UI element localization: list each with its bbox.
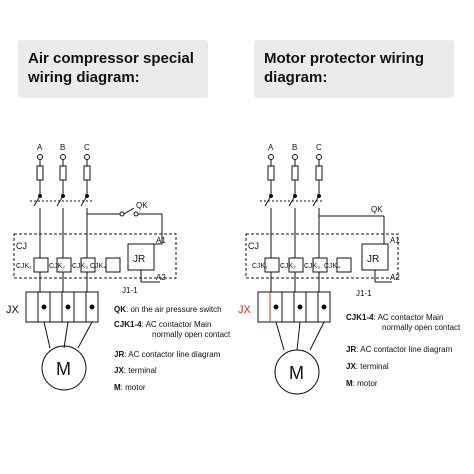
left-legend-m: M: motor	[114, 383, 146, 393]
right-legend-jx-key: JX	[346, 362, 356, 371]
right-legend-cjk: CJK1-4: AC contactor Main normally open …	[346, 313, 460, 333]
left-fuse-a-icon	[36, 165, 44, 181]
left-terminal-c-icon	[84, 154, 90, 160]
left-legend-jx: JX: terminal	[114, 366, 157, 376]
left-legend-m-text: : motor	[120, 383, 146, 392]
right-terminal-b-icon	[292, 154, 298, 160]
left-legend-qk: QK: on the air pressure switch	[114, 305, 222, 315]
left-contact-3-label: CJK₃	[72, 263, 88, 270]
right-fuse-c-icon	[315, 165, 323, 181]
left-fuse-b-icon	[59, 165, 67, 181]
left-title-line2: wiring diagram:	[28, 69, 140, 86]
right-diagram: A B C QK CJ CJK₁ CJK₂ CJK₃ CJK₄ JR A1 A2…	[238, 143, 400, 395]
right-legend-jx-text: : terminal	[355, 362, 389, 371]
right-legend-jr-key: JR	[346, 345, 357, 354]
left-contact-4-label: CJK₄	[90, 263, 106, 270]
left-contact-2	[56, 257, 72, 273]
right-terminal-a-icon	[268, 154, 274, 160]
right-fuse-b-icon	[291, 165, 299, 181]
right-title-box: Motor protector wiring diagram:	[254, 40, 454, 98]
left-a2-label: A2	[156, 273, 166, 282]
left-legend-cjk-text: : AC contactor Main	[141, 320, 212, 329]
right-legend-m-key: M	[346, 379, 353, 388]
left-jx-label: JX	[6, 304, 20, 316]
right-contact-4	[336, 257, 352, 273]
right-jr-label: JR	[367, 254, 379, 265]
left-motor-label: M	[56, 359, 71, 379]
right-legend-m: M: motor	[346, 379, 378, 389]
right-phase-b: B	[292, 143, 297, 152]
right-legend-jr: JR: AC contactor line diagram	[346, 345, 452, 355]
left-phase-b: B	[60, 143, 65, 152]
right-contact-2-label: CJK₂	[280, 263, 296, 270]
right-contact-1	[264, 257, 280, 273]
right-legend-cjk-text2: normally open contact	[382, 323, 461, 332]
left-diagram: A B C QK CJ CJK₁	[6, 143, 177, 391]
left-contact-2-label: CJK₂	[49, 263, 65, 270]
right-contact-3	[312, 257, 328, 273]
left-terminal-a-icon	[37, 154, 43, 160]
right-phase-c: C	[316, 143, 322, 152]
right-legend-jr-text: : AC contactor line diagram	[356, 345, 453, 354]
left-terminal-b-icon	[60, 154, 66, 160]
right-phase-a: A	[268, 143, 274, 152]
right-contact-2	[288, 257, 304, 273]
right-contact-1-label: CJK₁	[252, 263, 268, 270]
left-contact-4	[105, 257, 121, 273]
left-jr-label: JR	[133, 254, 145, 265]
left-cj-box	[13, 233, 177, 279]
left-legend-jr-key: JR	[114, 350, 125, 359]
left-phase-c: C	[84, 143, 90, 152]
right-terminal-c-icon	[316, 154, 322, 160]
left-a1-label: A1	[156, 236, 166, 245]
right-a1-label: A1	[390, 236, 400, 245]
right-jx-label: JX	[238, 304, 252, 316]
left-legend-cjk-key: CJK1-4	[114, 320, 142, 329]
left-title-line1: Air compressor special	[28, 50, 194, 67]
left-legend-m-key: M	[114, 383, 121, 392]
right-contact-3-label: CJK₃	[304, 263, 320, 270]
right-title-line2: diagram:	[264, 69, 328, 86]
left-qk-label: QK	[136, 201, 148, 210]
left-j1-label: J1-1	[122, 286, 138, 295]
right-fuse-a-icon	[267, 165, 275, 181]
left-legend-jx-text: : terminal	[123, 366, 157, 375]
left-legend-jr-text: : AC contactor line diagram	[124, 350, 221, 359]
right-legend-cjk-key: CJK1-4	[346, 313, 374, 322]
right-legend-jx: JX: terminal	[346, 362, 389, 372]
right-motor-label: M	[289, 363, 304, 383]
right-contact-4-label: CJK₄	[324, 263, 340, 270]
left-motor-icon	[41, 345, 87, 391]
left-qk-switch-icon	[123, 207, 135, 215]
right-a2-label: A2	[390, 273, 400, 282]
left-legend-jx-key: JX	[114, 366, 124, 375]
left-contact-1-label: CJK₁	[16, 263, 32, 270]
left-legend-qk-key: QK	[114, 305, 126, 314]
right-legend-cjk-text: : AC contactor Main	[373, 313, 444, 322]
left-switch-a-icon	[33, 195, 41, 207]
left-legend-cjk: CJK1-4: AC contactor Main normally open …	[114, 320, 230, 340]
right-title-line1: Motor protector wiring	[264, 50, 424, 67]
right-motor-icon	[274, 349, 320, 395]
left-legend-jr: JR: AC contactor line diagram	[114, 350, 220, 360]
left-legend-qk-text: : on the air pressure switch	[126, 305, 222, 314]
left-title-box: Air compressor special wiring diagram:	[18, 40, 208, 98]
left-contact-1	[33, 257, 49, 273]
right-qk-label: QK	[371, 205, 383, 214]
right-legend-m-text: : motor	[352, 379, 378, 388]
left-fuse-c-icon	[83, 165, 91, 181]
right-cj-label: CJ	[248, 241, 259, 251]
left-legend-cjk-text2: normally open contact	[152, 330, 231, 339]
right-j1-label: J1-1	[356, 289, 372, 298]
left-cj-label: CJ	[16, 241, 27, 251]
left-contact-3	[80, 257, 96, 273]
left-phase-a: A	[37, 143, 43, 152]
right-cj-box	[245, 233, 399, 279]
